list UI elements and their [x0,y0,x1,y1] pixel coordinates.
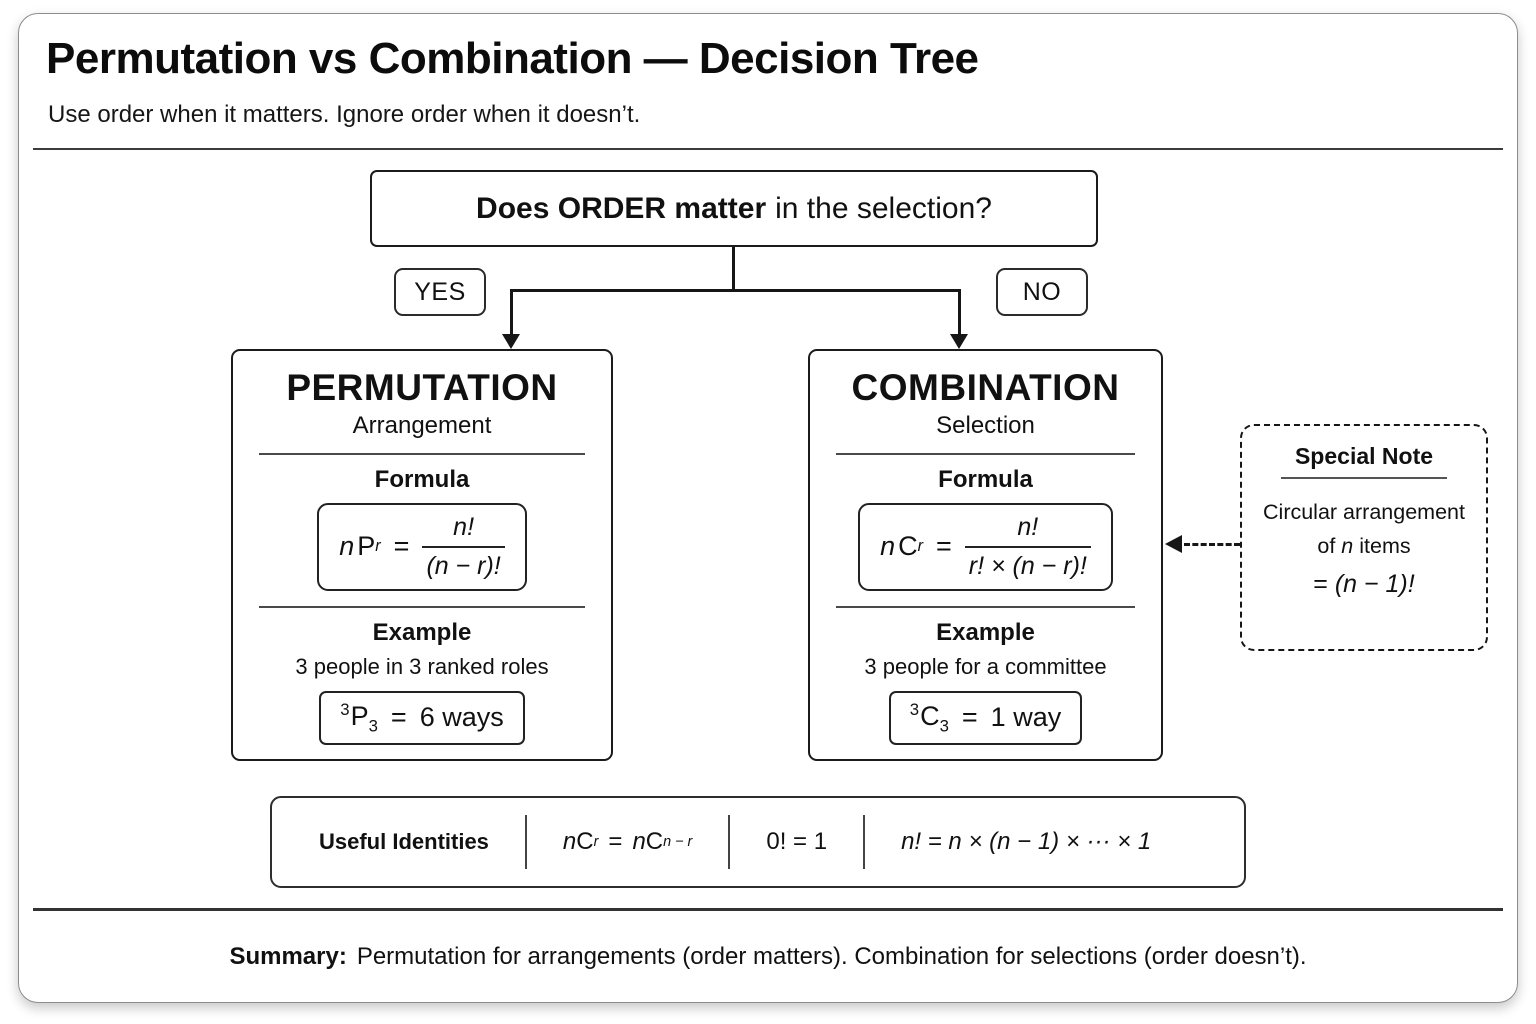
connector-stem [732,247,735,290]
result-symbol: P [350,700,369,731]
arrow-left-icon [1165,535,1182,553]
bottom-divider [33,908,1503,911]
permutation-example-label: Example [372,618,472,646]
special-note-divider [1281,477,1447,479]
fraction-denominator: r! × (n − r)! [968,551,1087,580]
arrow-down-right-icon [950,334,968,349]
fraction-numerator: n! [1017,512,1039,541]
dashed-connector [1184,543,1240,546]
permutation-example-text: 3 people in 3 ranked roles [295,653,549,679]
permutation-divider-1 [259,452,585,455]
formula-fraction: n! r! × (n − r)! [964,512,1091,581]
permutation-result-box: 3P3 = 6 ways [319,690,525,746]
permutation-title: PERMUTATION [286,367,558,408]
result-sup: 3 [909,699,920,719]
special-note-box: Special Note Circular arrangement of n i… [1240,424,1488,651]
connector-branch [510,289,961,292]
identity-2: 0! = 1 [766,828,828,855]
fraction-denominator: (n − r)! [426,551,501,580]
formula-subscript: r [917,537,924,556]
permutation-formula-label: Formula [374,465,470,493]
identities-divider-1 [524,815,527,869]
formula-symbol: P [357,531,376,562]
summary-label: Summary: [229,943,347,970]
page-title: Permutation vs Combination — Decision Tr… [46,34,979,83]
fraction-numerator: n! [453,512,475,541]
formula-var: n [880,531,896,562]
no-badge: NO [996,268,1088,316]
formula-equals: = [393,531,410,562]
special-note-line1: Circular arrangement [1263,500,1465,524]
result-equals: = [390,702,407,733]
summary-text: Permutation for arrangements (order matt… [356,943,1307,970]
decision-question-bold: Does ORDER matter [476,191,767,225]
no-label: NO [1022,277,1062,306]
decision-question-box: Does ORDER matter in the selection? [370,170,1098,247]
formula-var: n [339,531,355,562]
decision-question-rest: in the selection? [775,191,992,225]
combination-result-box: 3C3 = 1 way [888,690,1083,746]
combination-formula-label: Formula [938,465,1033,493]
result-value: 6 ways [419,702,504,733]
combination-title: COMBINATION [851,367,1120,408]
result-sub: 3 [368,716,378,736]
formula-subscript: r [375,537,381,556]
permutation-divider-2 [259,605,585,608]
fraction-bar [964,545,1091,548]
special-note-line2: of n items [1317,534,1411,558]
special-note-title: Special Note [1294,443,1434,469]
result-sup: 3 [340,699,350,719]
arrow-down-left-icon [502,334,520,349]
formula-equals: = [936,531,952,562]
connector-drop-left [510,289,513,336]
formula-symbol: C [898,531,918,562]
combination-subtitle: Selection [936,411,1035,439]
connector-drop-right [958,289,961,336]
yes-label: YES [414,277,466,306]
combination-divider-2 [836,605,1135,608]
summary-line: Summary: Permutation for arrangements (or… [0,943,1536,971]
result-symbol: C [920,700,940,731]
permutation-subtitle: Arrangement [352,411,492,439]
top-divider [33,148,1503,150]
combination-example-label: Example [936,618,1035,646]
fraction-bar [422,545,505,548]
identities-divider-2 [728,815,731,869]
result-sub: 3 [939,716,949,736]
special-note-line3: = (n − 1)! [1313,570,1415,598]
yes-badge: YES [394,268,486,316]
identities-divider-3 [863,815,866,869]
combination-divider-1 [836,452,1135,455]
identities-label: Useful Identities [319,829,489,854]
identity-3: n! = n × (n − 1) × ··· × 1 [901,828,1152,855]
page-subtitle: Use order when it matters. Ignore order … [48,101,641,128]
result-equals: = [961,702,978,733]
result-value: 1 way [990,702,1062,733]
combination-example-text: 3 people for a committee [864,653,1107,679]
formula-fraction: n! (n − r)! [422,512,505,581]
